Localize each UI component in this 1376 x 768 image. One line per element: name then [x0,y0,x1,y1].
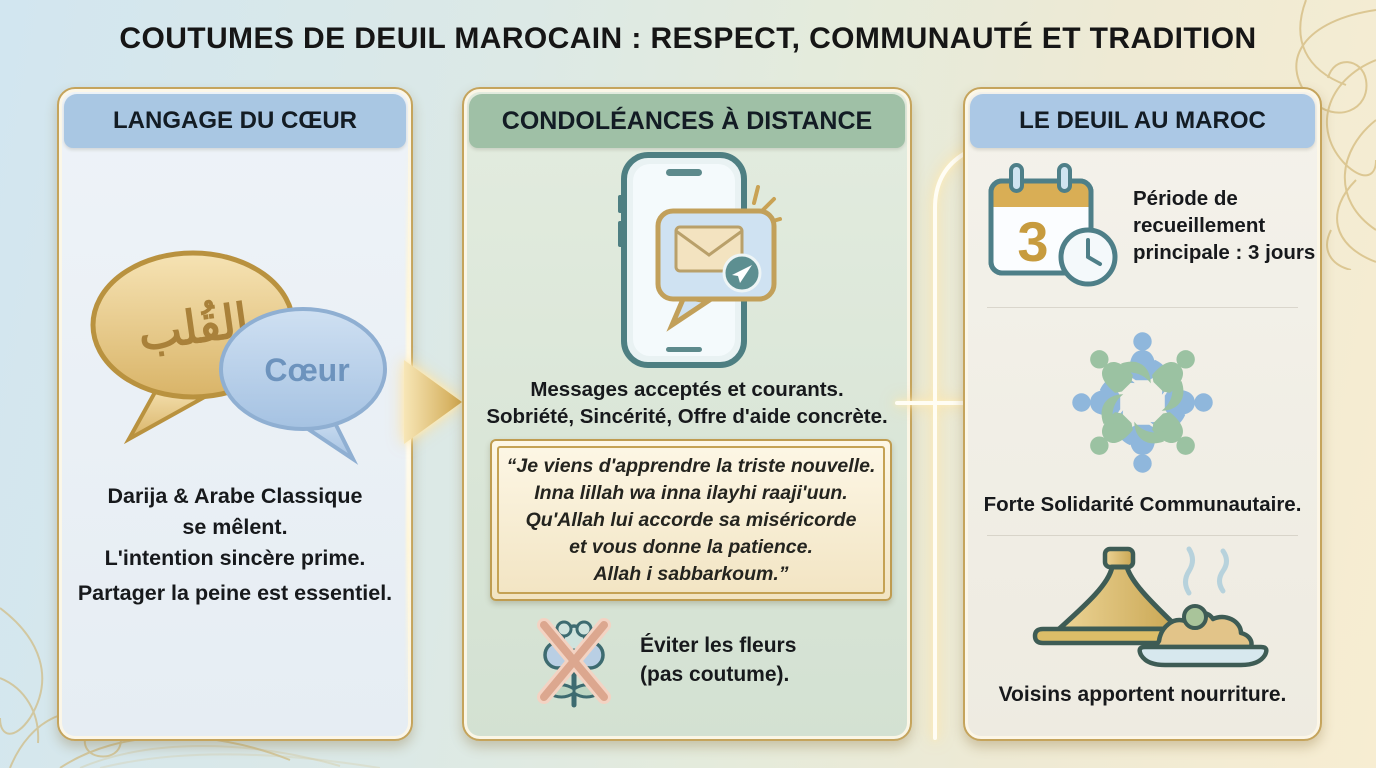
language-text-line1: Darija & Arabe Classique [107,484,363,508]
panel-condoleances-a-distance: CONDOLÉANCES À DISTANCE Messages accepté… [462,87,912,741]
language-text-line3: L'intention sincère prime. [104,546,366,570]
food-text: Voisins apportent nourriture. [998,683,1287,706]
panel-language-header: LANGAGE DU CŒUR [64,94,406,148]
quote-line: Qu'Allah lui accorde sa miséricorde [525,509,857,531]
flowers-text-line1: Éviter les fleurs [640,634,797,657]
language-text-line4: Partager la peine est essentiel. [77,581,393,605]
solidarity-text: Forte Solidarité Communautaire. [983,493,1302,516]
quote-line: et vous donne la patience. [569,536,813,558]
period-text-line2: recueillement [1133,214,1266,237]
condolences-message-line2: Sobriété, Sincérité, Offre d'aide concrè… [486,405,888,428]
page-title: COUTUMES DE DEUIL MAROCAIN : RESPECT, CO… [119,22,1257,55]
community-circle-icon [1072,332,1213,473]
calendar-number-label: 3 [1017,210,1048,273]
panel-mourning-header: LE DEUIL AU MAROC [970,94,1315,148]
section-divider [987,307,1298,308]
condolences-message-line1: Messages acceptés et courants. [530,378,844,401]
quote-line: Inna lillah wa inna ilayhi raaji'uun. [534,482,848,504]
panel-condolences-header: CONDOLÉANCES À DISTANCE [469,94,905,148]
calendar-3-days-icon: 3 [988,163,1118,287]
language-text-line2: se mêlent. [182,515,288,539]
period-text-line1: Période de [1133,187,1238,210]
flow-arrow-icon [404,360,462,444]
speech-bubbles-icon: القُلب Cœur [90,250,387,465]
quote-line: “Je viens d'apprendre la triste nouvelle… [506,455,876,477]
panel-le-deuil-au-maroc: LE DEUIL AU MAROC 3 Période de recueille… [963,87,1322,741]
flowers-text-line2: (pas coutume). [640,663,790,686]
quote-line: Allah i sabbarkoum.” [593,563,789,585]
phone-message-icon [618,152,782,368]
panel-language-du-coeur: LANGAGE DU CŒUR القُلب Cœur Darija & Ara… [57,87,413,741]
no-flowers-icon [537,618,611,708]
period-text-line3: principale : 3 jours [1133,241,1316,264]
tagine-food-icon [1032,546,1269,668]
bubble-french-label: Cœur [264,352,349,388]
condolence-quote-box: “Je viens d'apprendre la triste nouvelle… [490,439,892,601]
section-divider [987,535,1298,536]
